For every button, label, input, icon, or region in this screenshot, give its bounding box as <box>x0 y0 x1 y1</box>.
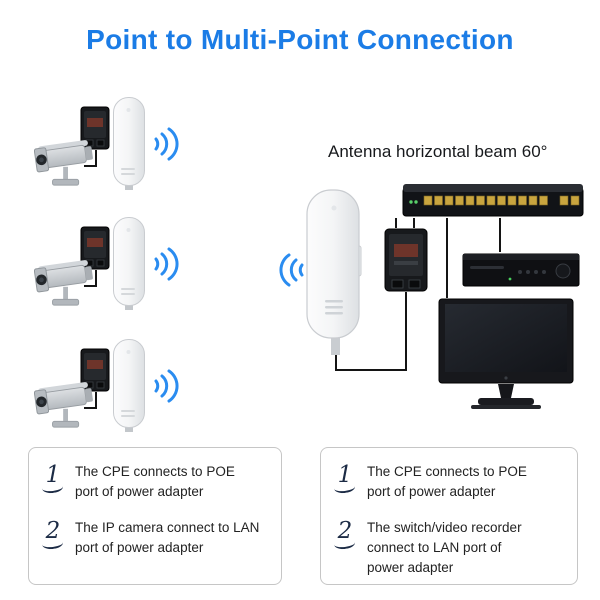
note-item: 1 The CPE connects to POE port of power … <box>43 462 271 503</box>
note-item: 2 The switch/video recorder connect to L… <box>335 518 567 579</box>
wifi-signal-icon <box>154 127 179 161</box>
cable-line <box>335 292 407 371</box>
note-text: The IP camera connect to LAN port of pow… <box>75 519 260 555</box>
antenna-beam-label: Antenna horizontal beam 60° <box>328 142 548 161</box>
poe-adapter-icon <box>384 228 428 292</box>
wifi-signal-icon <box>154 247 179 281</box>
note-item: 1 The CPE connects to POE port of power … <box>335 462 567 503</box>
video-recorder-icon <box>462 253 580 287</box>
wifi-signal-icon <box>279 253 304 287</box>
note-box-right: 1 The CPE connects to POE port of power … <box>320 447 578 585</box>
cable-line <box>84 150 97 167</box>
list-number: 2 <box>335 518 355 543</box>
note-item: 2 The IP camera connect to LAN port of p… <box>43 518 271 559</box>
note-box-left: 1 The CPE connects to POE port of power … <box>28 447 282 585</box>
monitor-icon <box>438 298 574 410</box>
note-text: The CPE connects to POE port of power ad… <box>367 464 527 500</box>
note-text: The switch/video recorder connect to LAN… <box>367 519 522 576</box>
list-number: 1 <box>335 462 355 487</box>
network-switch-icon <box>402 183 584 217</box>
cable-line <box>84 270 97 287</box>
camera-unit-3 <box>34 339 179 432</box>
headend-group <box>279 183 584 410</box>
cpe-device-icon <box>113 217 145 310</box>
cpe-device-icon <box>113 339 145 432</box>
camera-unit-2 <box>34 217 179 310</box>
cpe-device-icon <box>113 97 145 190</box>
camera-unit-1 <box>34 97 179 190</box>
page-title: Point to Multi-Point Connection <box>86 24 514 55</box>
cable-line <box>84 392 97 409</box>
list-number: 1 <box>43 462 63 487</box>
notes-section: 1 The CPE connects to POE port of power … <box>0 447 600 587</box>
cpe-device-icon <box>306 189 362 356</box>
note-text: The CPE connects to POE port of power ad… <box>75 464 235 500</box>
list-number: 2 <box>43 518 63 543</box>
wifi-signal-icon <box>154 369 179 403</box>
